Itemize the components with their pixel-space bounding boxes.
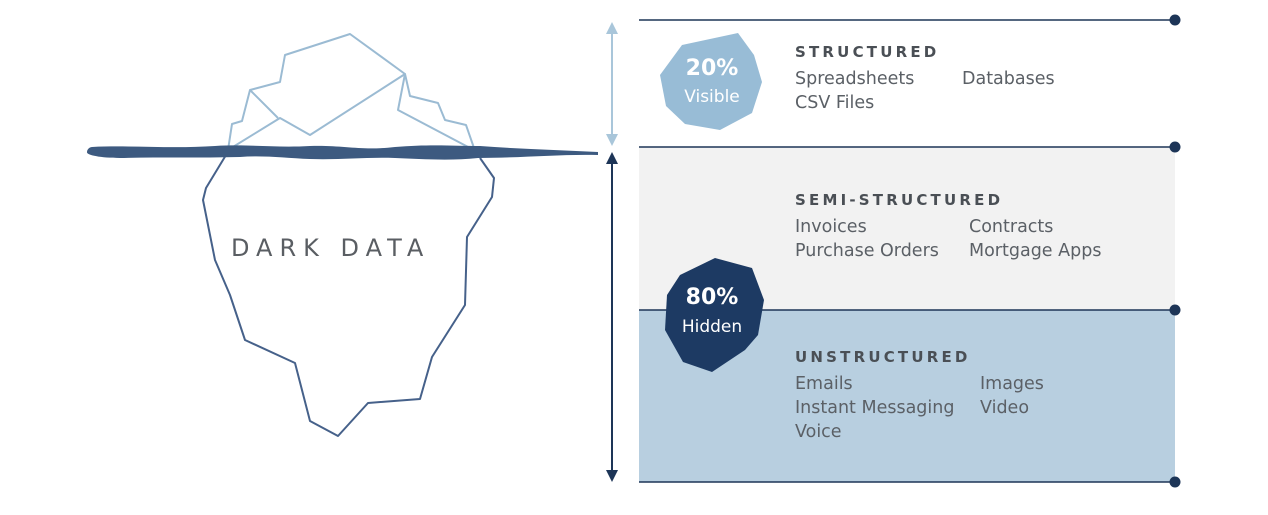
unstructured-item: Emails: [795, 374, 853, 394]
unstructured-item: Images: [980, 374, 1044, 394]
visible-badge-shape: [660, 33, 762, 130]
semi-structured-item: Purchase Orders: [795, 241, 939, 261]
water-line: [86, 145, 599, 160]
semi-structured-item: Contracts: [969, 217, 1054, 237]
hidden-badge-shape: [665, 258, 764, 372]
unstructured-item: Instant Messaging: [795, 398, 955, 418]
iceberg-tip: [227, 33, 475, 151]
rule-dot-middle: [1169, 304, 1181, 316]
iceberg-body: [202, 154, 495, 437]
structured-heading: STRUCTURED: [795, 43, 940, 61]
hidden-badge-percent: 80%: [685, 285, 739, 310]
rule-dot-top: [1169, 14, 1181, 26]
semi-structured-item: Mortgage Apps: [969, 241, 1102, 261]
rule-dot-bottom: [1169, 476, 1181, 488]
tier-rules: [639, 14, 1181, 488]
visible-badge-label: Visible: [684, 87, 740, 107]
unstructured-item: Voice: [795, 422, 842, 442]
unstructured-heading: UNSTRUCTURED: [795, 348, 971, 366]
visible-badge-percent: 20%: [685, 56, 739, 81]
visible-range-arrow: [606, 22, 618, 146]
structured-item: CSV Files: [795, 93, 875, 113]
hidden-range-arrow: [606, 152, 618, 482]
semi-structured-item: Invoices: [795, 217, 867, 237]
unstructured-item: Video: [980, 398, 1030, 418]
rule-dot-waterline: [1169, 141, 1181, 153]
iceberg-label: DARK DATA: [231, 234, 431, 262]
structured-item: Spreadsheets: [795, 69, 915, 89]
hidden-badge-label: Hidden: [681, 317, 743, 337]
structured-item: Databases: [962, 69, 1055, 89]
semi-structured-heading: SEMI-STRUCTURED: [795, 191, 1004, 209]
